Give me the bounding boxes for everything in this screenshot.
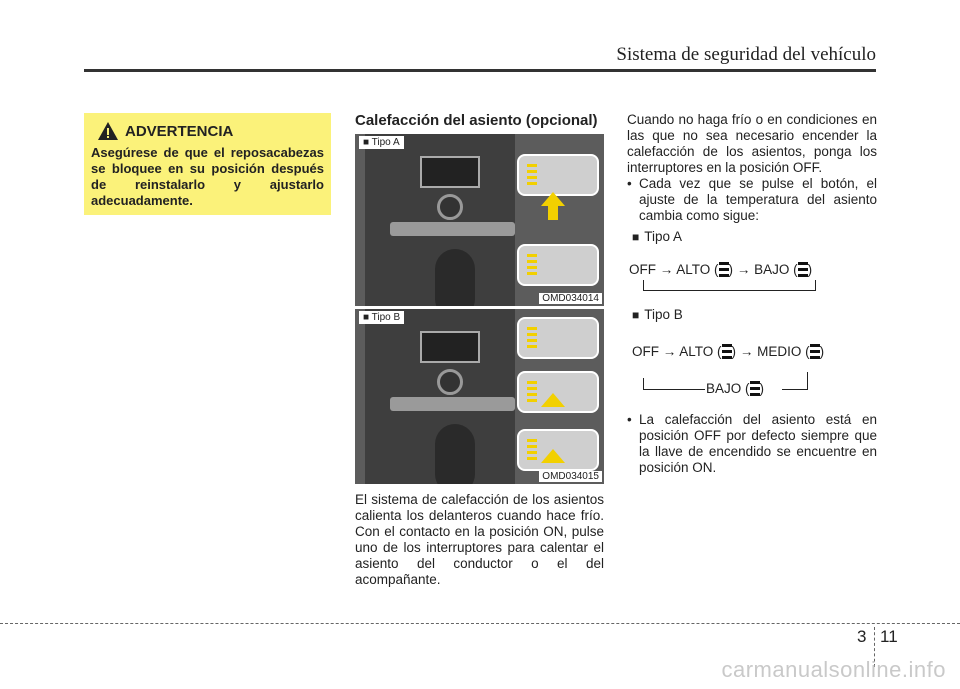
warning-body: Asegúrese de que el reposacabezas se blo…	[91, 145, 324, 208]
heat-low-icon	[749, 381, 760, 398]
console-illustration	[365, 134, 515, 306]
tipo-a-label: Tipo A	[644, 229, 683, 244]
up-arrow-icon	[541, 192, 565, 206]
flow-tipo-b: OFF → ALTO () → MEDIO ()	[632, 344, 825, 361]
tipo-b-label: Tipo B	[644, 307, 683, 322]
seat-heater-switch	[517, 371, 599, 413]
footer-rule	[0, 623, 960, 624]
console-illustration	[365, 309, 515, 484]
tipo-a-heading: ■ Tipo A	[632, 229, 682, 244]
figure-a-code: OMD034014	[539, 293, 602, 304]
seat-heater-switch	[517, 429, 599, 471]
seat-heater-switch	[517, 317, 599, 359]
figure-a-label: ■ Tipo A	[359, 136, 404, 149]
heat-medium-icon	[809, 344, 820, 361]
warning-triangle-icon	[98, 122, 118, 140]
heat-low-icon	[797, 262, 808, 279]
page-divider	[874, 627, 875, 667]
section-title: Calefacción del asiento (opcional)	[355, 112, 598, 129]
bullet-cycle: Cada vez que se pulse el botón, el ajust…	[627, 176, 877, 224]
loop-line-a	[643, 280, 816, 291]
loop-line-b	[643, 378, 705, 390]
seat-heater-switch	[517, 154, 599, 196]
figure-b-label: ■ Tipo B	[359, 311, 405, 324]
tipo-b-heading: ■ Tipo B	[632, 307, 683, 322]
square-bullet-icon: ■	[632, 308, 640, 322]
header-rule	[84, 69, 876, 72]
warning-heading: ADVERTENCIA	[91, 121, 324, 141]
square-bullet-icon: ■	[632, 230, 640, 244]
figure-b-code: OMD034015	[539, 471, 602, 482]
seat-heater-switch	[517, 244, 599, 286]
warning-box: ADVERTENCIA Asegúrese de que el reposaca…	[84, 113, 331, 215]
heat-high-icon	[718, 262, 729, 279]
flow-tipo-b-bajo: BAJO ()	[706, 381, 765, 398]
up-arrow-icon	[541, 393, 565, 407]
warning-title: ADVERTENCIA	[125, 122, 234, 140]
section-number: 3	[857, 627, 867, 646]
figure-tipo-b: ■ Tipo B OMD034015	[355, 309, 604, 484]
page-header-title: Sistema de seguridad del vehículo	[616, 44, 876, 65]
heat-high-icon	[721, 344, 732, 361]
flow-tipo-a: OFF → ALTO () → BAJO ()	[629, 262, 813, 279]
up-arrow-icon	[541, 449, 565, 463]
page-number: 11	[880, 627, 898, 646]
section-intro: El sistema de calefacción de los asiento…	[355, 492, 604, 587]
right-intro: Cuando no haga frío o en condiciones en …	[627, 112, 877, 175]
bullet-default-off: La calefacción del asiento está en posic…	[627, 412, 877, 476]
watermark: carmanualsonline.info	[721, 657, 946, 682]
figure-tipo-a: ■ Tipo A OMD034014	[355, 134, 604, 306]
